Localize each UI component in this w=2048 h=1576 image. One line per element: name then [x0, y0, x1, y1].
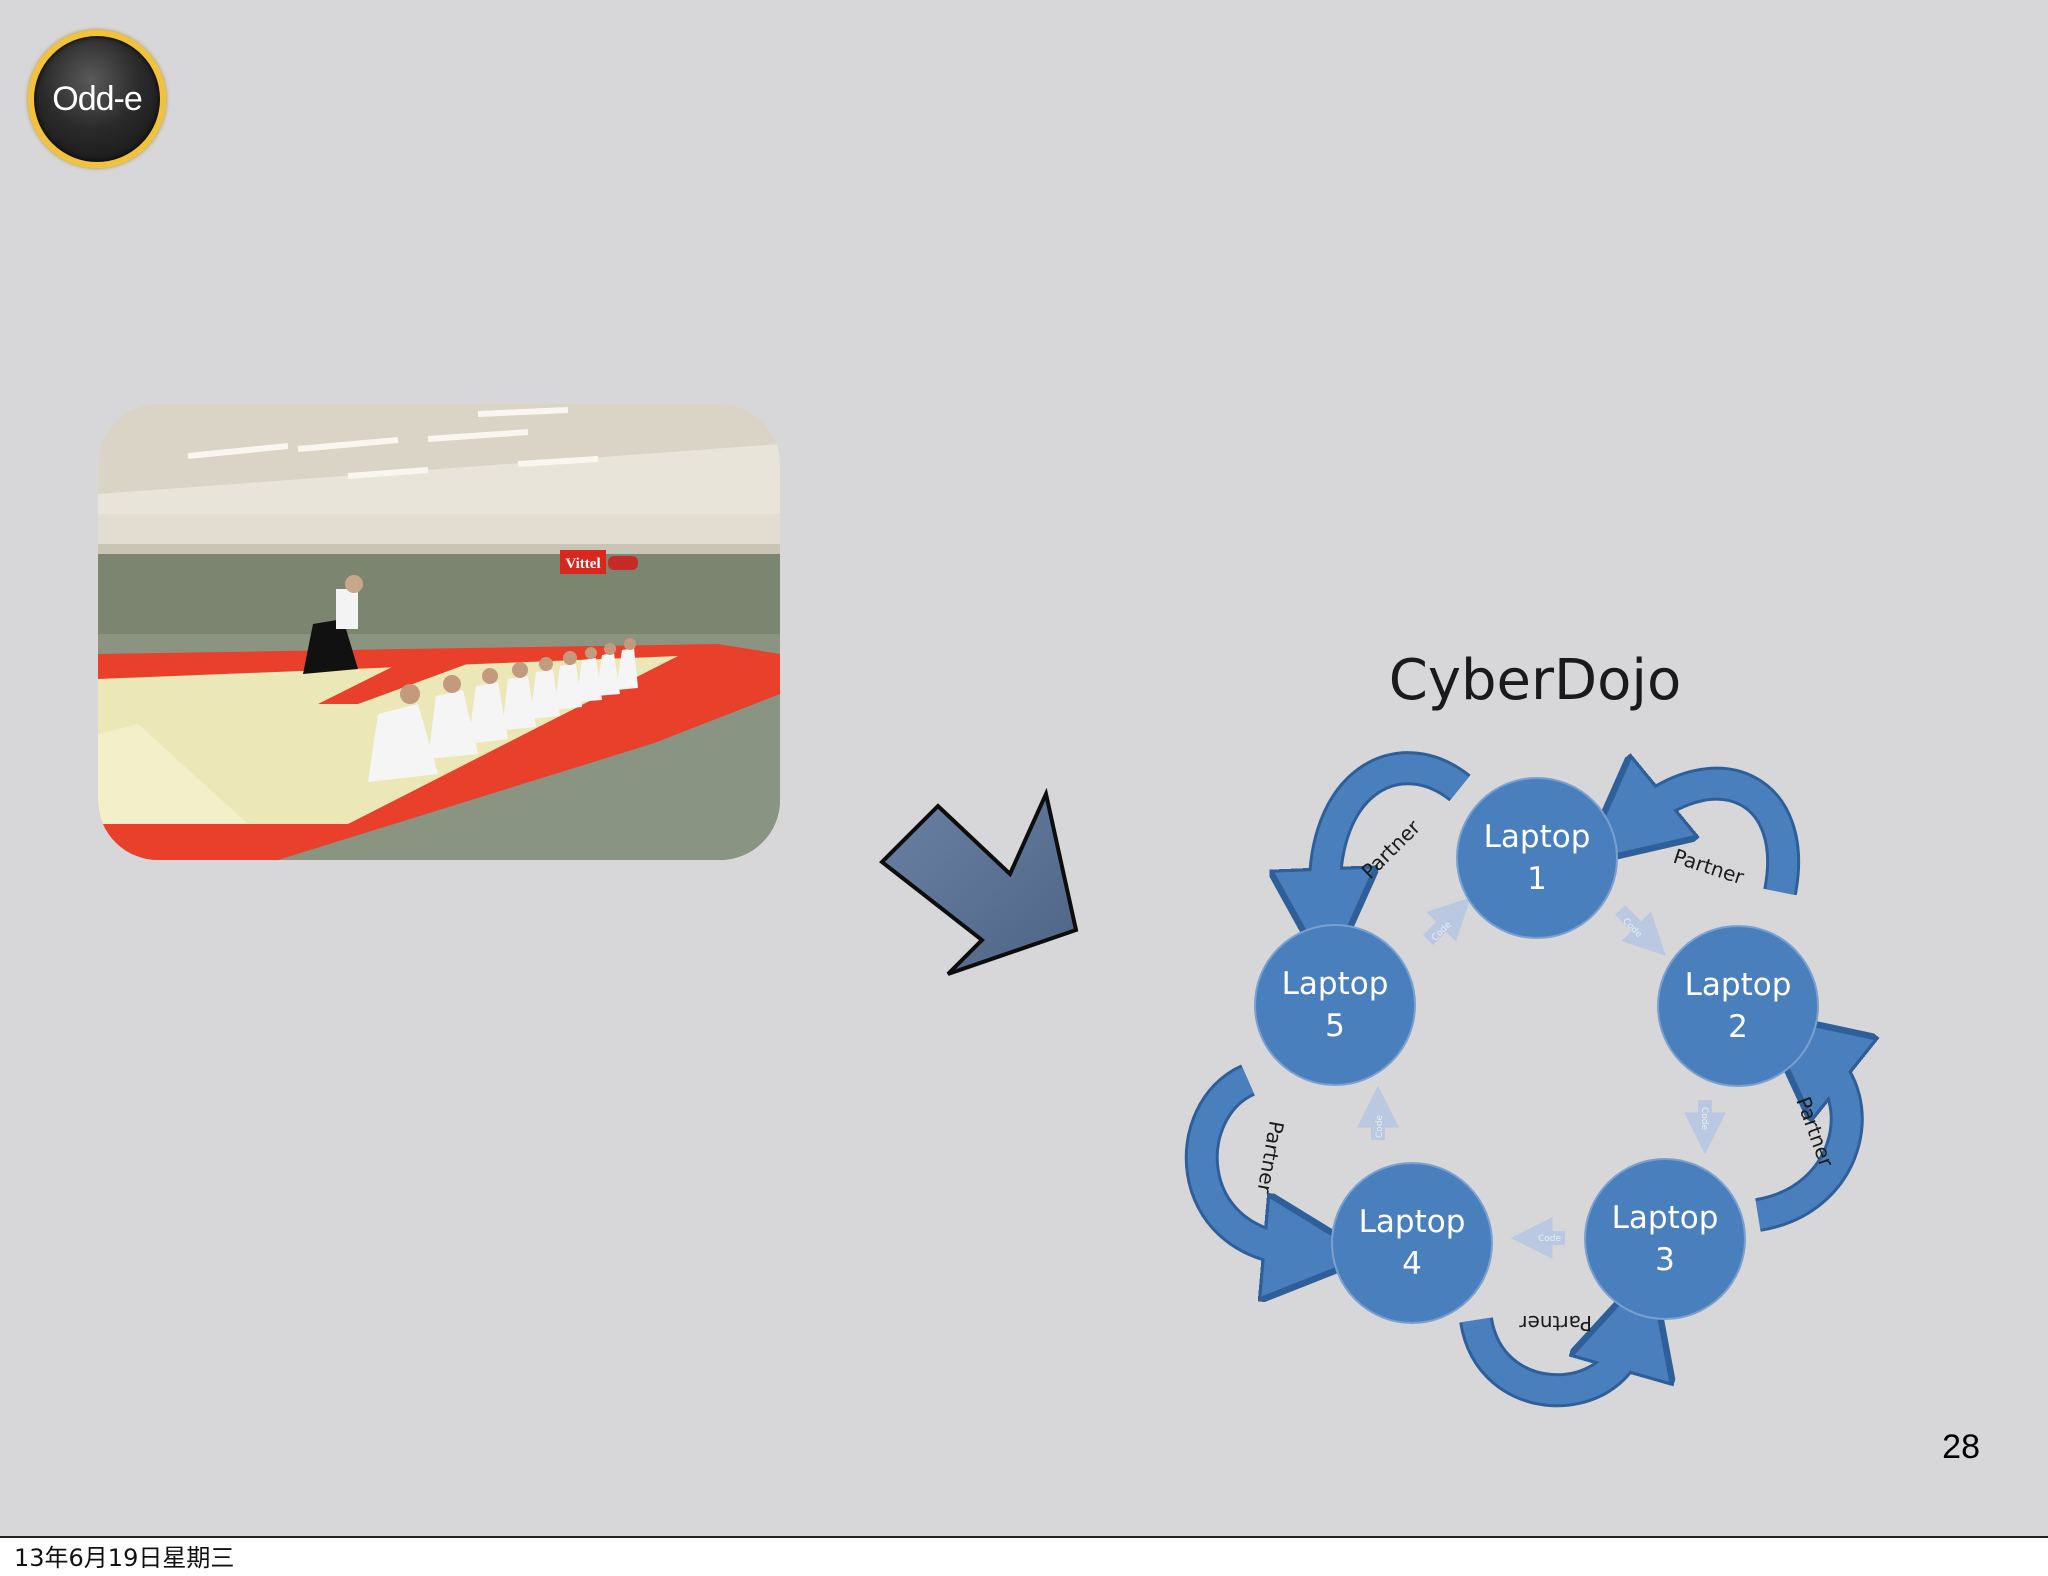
- laptop-node-4: Laptop 4: [1331, 1162, 1493, 1324]
- code-arrow-5-1: [1423, 897, 1471, 945]
- logo-text: Odd-e: [52, 80, 143, 118]
- vittel-sign-text: Vittel: [565, 556, 600, 572]
- svg-text:2: 2: [1728, 1009, 1748, 1045]
- code-label-3: Code: [1538, 1234, 1562, 1244]
- page-number: 28: [1942, 1428, 1980, 1466]
- svg-text:4: 4: [1402, 1246, 1422, 1282]
- code-label-4: Code: [1375, 1114, 1385, 1138]
- odd-e-logo: Odd-e: [28, 30, 166, 168]
- svg-text:Laptop: Laptop: [1359, 1204, 1466, 1240]
- svg-text:3: 3: [1655, 1242, 1675, 1278]
- vittel-sign: [560, 550, 606, 574]
- partner-label-3-4: Partner: [1519, 1311, 1592, 1335]
- partner-label-5-1: Partner: [1357, 815, 1426, 884]
- svg-text:5: 5: [1325, 1008, 1345, 1044]
- svg-text:Laptop: Laptop: [1484, 819, 1591, 855]
- svg-text:Laptop: Laptop: [1685, 967, 1792, 1003]
- dojo-photo: Vittel: [98, 404, 780, 860]
- slide: Odd-e Vittel: [0, 0, 2048, 1538]
- partner-label-1-2: Partner: [1670, 844, 1747, 890]
- svg-text:Laptop: Laptop: [1282, 966, 1389, 1002]
- laptop-node-2: Laptop 2: [1657, 925, 1819, 1087]
- svg-text:1: 1: [1527, 861, 1547, 897]
- partner-label-4-5: Partner: [1252, 1119, 1288, 1196]
- code-label-2: Code: [1699, 1107, 1709, 1131]
- footer-date: 13年6月19日星期三: [14, 1544, 235, 1572]
- laptop-node-3: Laptop 3: [1584, 1158, 1746, 1320]
- laptop-node-1: Laptop 1: [1456, 777, 1618, 939]
- dojo-photo-illustration: Vittel: [98, 404, 780, 860]
- transition-arrow-icon: [878, 788, 1079, 976]
- svg-text:Laptop: Laptop: [1612, 1200, 1719, 1236]
- diagram-title: CyberDojo: [1388, 648, 1682, 713]
- cyberdojo-diagram: Code Code Code Code Code Partner Partner…: [1184, 751, 1900, 1408]
- code-arrow-1-2: [1615, 905, 1666, 956]
- laptop-node-5: Laptop 5: [1254, 924, 1416, 1086]
